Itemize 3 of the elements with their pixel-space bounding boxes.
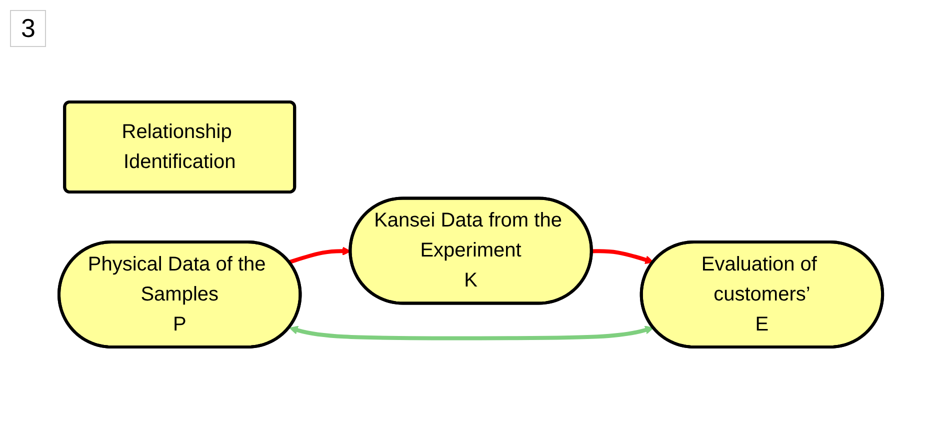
arrow	[288, 325, 654, 340]
step-number: 3	[10, 10, 46, 47]
arrow	[592, 248, 654, 264]
